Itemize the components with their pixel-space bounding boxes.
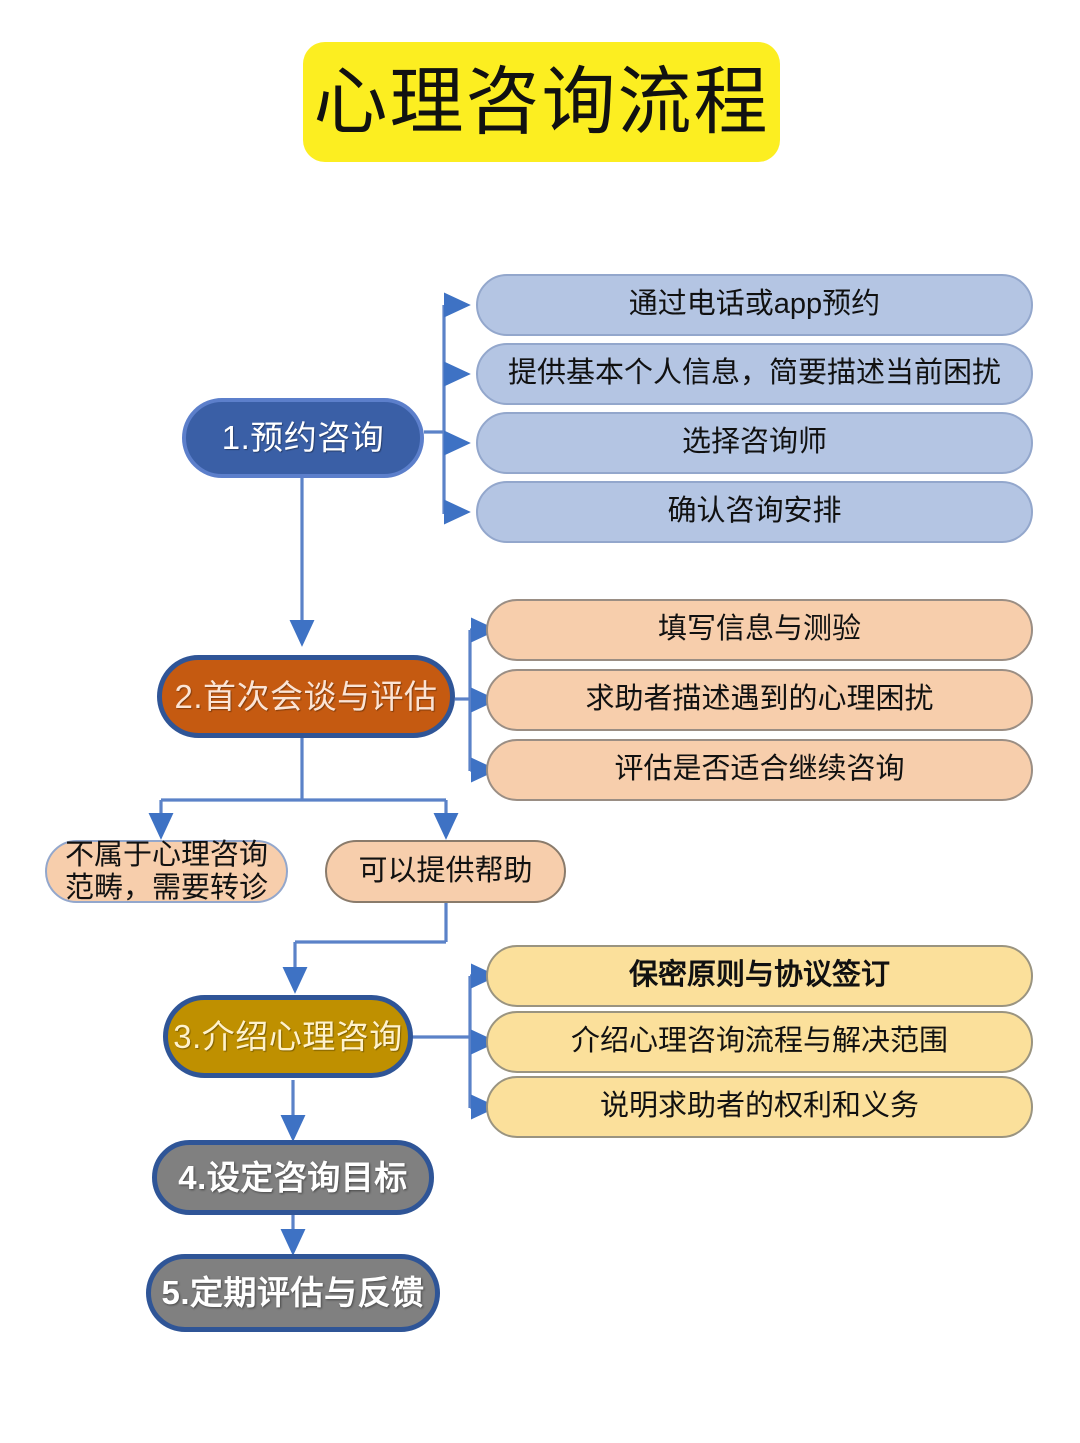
detail-label: 选择咨询师 [681, 426, 827, 459]
branch-left-line2: 范畴，需要转诊 [64, 871, 268, 904]
detail-item-2-2[interactable]: 求助者描述遇到的心理困扰 [486, 669, 1033, 731]
stage-node-2[interactable]: 2.首次会谈与评估 [157, 655, 455, 738]
detail-item-1-1[interactable]: 通过电话或app预约 [476, 274, 1033, 336]
detail-label: 求助者描述遇到的心理困扰 [585, 683, 934, 716]
stage-4-label: 4.设定咨询目标 [178, 1158, 408, 1196]
stage-node-1[interactable]: 1.预约咨询 [182, 398, 424, 478]
stage-node-3[interactable]: 3.介绍心理咨询 [163, 995, 413, 1078]
detail-label: 说明求助者的权利和义务 [599, 1090, 919, 1123]
stage-1-label: 1.预约咨询 [221, 419, 385, 457]
stage-node-5[interactable]: 5.定期评估与反馈 [146, 1254, 440, 1332]
detail-label: 通过电话或app预约 [628, 288, 881, 321]
page-title-banner: 心理咨询流程 [303, 42, 780, 162]
branch-can-help[interactable]: 可以提供帮助 [325, 840, 566, 903]
detail-item-1-3[interactable]: 选择咨询师 [476, 412, 1033, 474]
detail-item-3-3[interactable]: 说明求助者的权利和义务 [486, 1076, 1033, 1138]
detail-item-2-1[interactable]: 填写信息与测验 [486, 599, 1033, 661]
detail-item-3-1[interactable]: 保密原则与协议签订 [486, 945, 1033, 1007]
stage-3-label: 3.介绍心理咨询 [173, 1017, 403, 1055]
detail-item-1-2[interactable]: 提供基本个人信息，简要描述当前困扰 [476, 343, 1033, 405]
detail-label: 提供基本个人信息，简要描述当前困扰 [507, 357, 1001, 390]
stage-5-label: 5.定期评估与反馈 [161, 1274, 425, 1312]
stage-node-4[interactable]: 4.设定咨询目标 [152, 1140, 434, 1215]
detail-item-1-4[interactable]: 确认咨询安排 [476, 481, 1033, 543]
detail-label: 评估是否适合继续咨询 [614, 753, 905, 786]
stage-2-label: 2.首次会谈与评估 [174, 677, 438, 715]
branch-right-label: 可以提供帮助 [358, 854, 533, 887]
detail-label: 确认咨询安排 [667, 495, 842, 528]
branch-not-in-scope[interactable]: 不属于心理咨询 范畴，需要转诊 [45, 839, 288, 904]
detail-label: 填写信息与测验 [657, 613, 861, 646]
detail-item-3-2[interactable]: 介绍心理咨询流程与解决范围 [486, 1011, 1033, 1073]
branch-left-line1: 不属于心理咨询 [64, 839, 268, 872]
page-title: 心理咨询流程 [313, 59, 770, 145]
detail-label: 保密原则与协议签订 [628, 959, 890, 992]
detail-label: 介绍心理咨询流程与解决范围 [570, 1025, 948, 1058]
detail-item-2-3[interactable]: 评估是否适合继续咨询 [486, 739, 1033, 801]
